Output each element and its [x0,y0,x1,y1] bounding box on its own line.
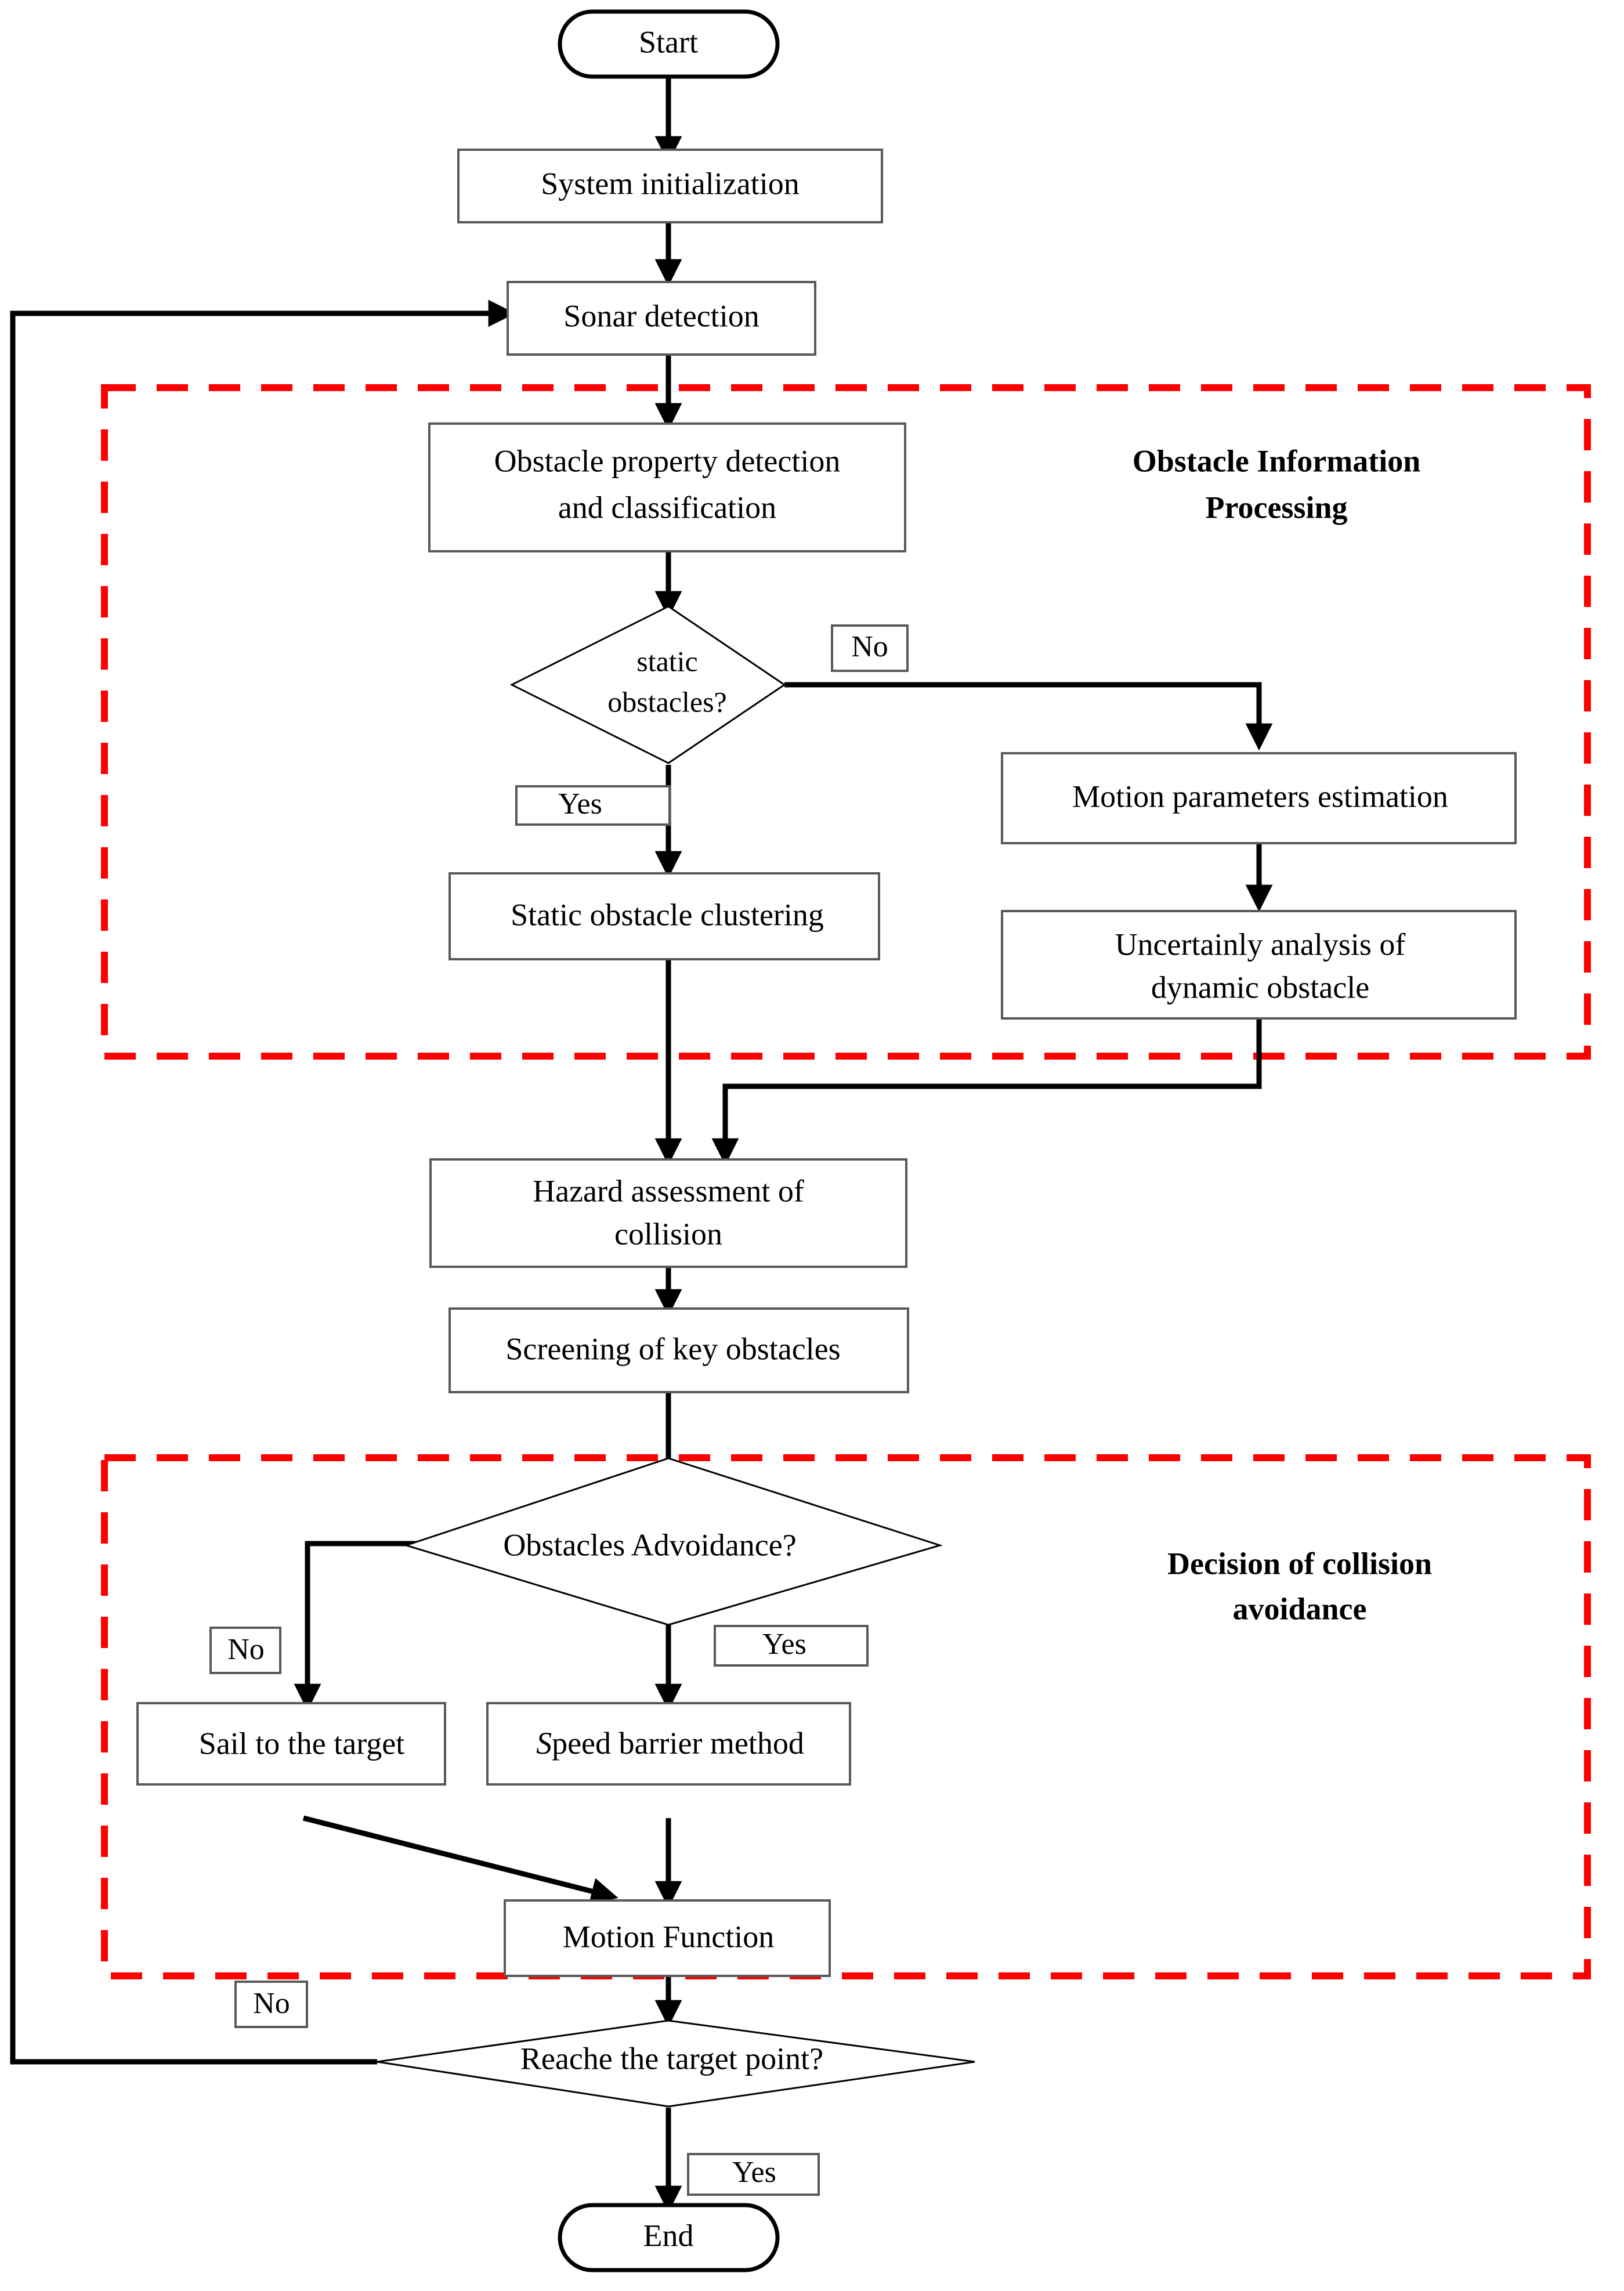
node-motion-function[interactable] [504,1899,831,1977]
group-label-decision-of-collision-avoidance-line1: Decision of collision [1167,1546,1432,1581]
group-label-obstacle-information-processing-line1: Obstacle Information [1133,443,1420,478]
node-speed-barrier-method-rest: peed barrier method [552,1726,804,1761]
group-box-obstacle-information-processing [101,384,1591,1060]
node-motion-function-label: Motion Function [563,1919,775,1954]
node-sonar-detection[interactable] [507,281,816,356]
node-static-obstacle-clustering[interactable] [449,872,880,960]
node-motion-parameters-estimation-label: Motion parameters estimation [1072,779,1448,814]
node-static-obstacle-clustering-label: Static obstacle clustering [511,897,824,932]
group-box-decision-of-collision-avoidance [101,1454,1591,1979]
node-sail-to-the-target[interactable] [136,1702,446,1786]
edge-uncertainly-to-hazard [711,1018,1262,1166]
node-screening-of-key-obstacles-label: Screening of key obstacles [505,1331,840,1366]
node-obstacles-avoidance-question-label: Obstacles Advoidance? [503,1527,796,1562]
edge-tag-box-reach-yes [687,2153,820,2196]
edge-tag-static-yes: Yes [558,787,602,821]
edge-tag-reach-yes: Yes [732,2156,776,2189]
edge-tag-box-static-no [831,624,909,672]
node-uncertainly-analysis-label-line1: Uncertainly analysis of [1115,927,1406,962]
node-start[interactable] [558,9,780,79]
edge-tag-static-no: No [851,630,888,663]
node-static-obstacles-question-label-line1: static [636,645,698,677]
edge-static-question-no-to-motion-params [784,682,1273,751]
node-hazard-assessment-label-line2: collision [614,1216,722,1251]
edge-tag-box-avoid-no [209,1627,281,1674]
node-obstacle-property-detection-label-line1: Obstacle property detection [494,443,841,478]
edge-tag-avoid-no: No [227,1633,265,1666]
node-sail-to-the-target-label: Sail to the target [199,1726,404,1761]
node-hazard-assessment-label-line1: Hazard assessment of [533,1173,804,1208]
node-end[interactable] [558,2203,780,2272]
node-start-label: Start [639,24,698,59]
group-label-decision-of-collision-avoidance-line2: avoidance [1232,1591,1366,1626]
edge-tag-box-reach-no [234,1981,308,2028]
node-reach-target-question-label: Reache the target point? [520,2041,823,2076]
node-motion-parameters-estimation[interactable] [1001,752,1517,844]
node-reach-target-question[interactable] [377,2019,975,2108]
edge-sail-to-motion-function [302,1815,619,1905]
node-obstacle-property-detection-label-line2: and classification [558,490,776,525]
node-obstacle-property-detection[interactable] [428,422,906,552]
node-speed-barrier-method-label: Speed barrier method [536,1726,804,1761]
node-uncertainly-analysis-label-line2: dynamic obstacle [1151,970,1369,1004]
node-system-initialization-label: System initialization [541,166,799,201]
node-obstacles-avoidance-question[interactable] [403,1457,943,1626]
edge-tag-avoid-yes: Yes [762,1628,806,1661]
node-end-label: End [643,2218,694,2253]
edge-tag-reach-no: No [253,1987,290,2020]
edge-reach-question-no-feedback-to-sonar [10,299,516,2065]
node-static-obstacles-question[interactable] [509,605,786,764]
edge-tag-box-static-yes [515,785,671,826]
node-hazard-assessment[interactable] [429,1158,907,1268]
node-speed-barrier-method[interactable] [486,1702,851,1786]
group-label-obstacle-information-processing-line2: Processing [1206,490,1348,525]
node-speed-barrier-method-lead: S [536,1726,552,1761]
node-system-initialization[interactable] [457,149,883,223]
edge-tag-box-avoid-yes [714,1625,869,1667]
node-uncertainly-analysis[interactable] [1001,910,1517,1020]
node-screening-of-key-obstacles[interactable] [449,1307,909,1393]
node-static-obstacles-question-label-line2: obstacles? [607,685,726,718]
node-sonar-detection-label: Sonar detection [563,298,759,333]
